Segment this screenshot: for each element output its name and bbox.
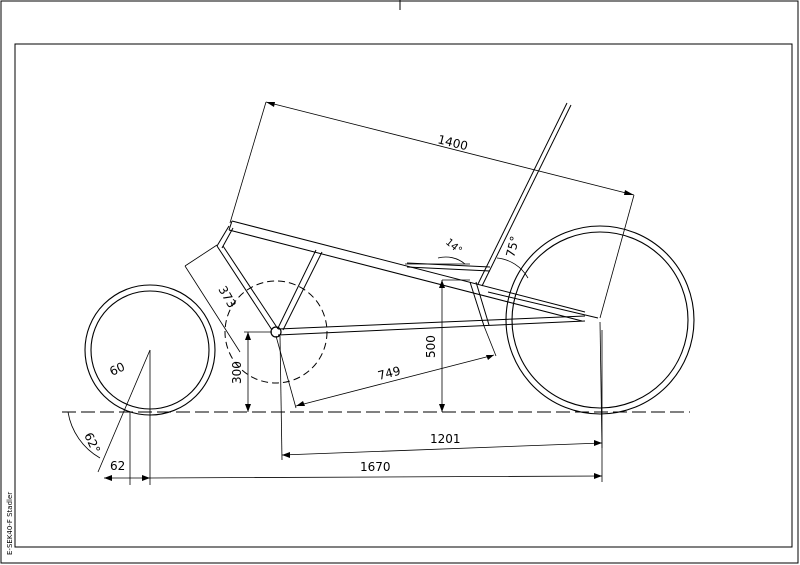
dim-60: 60: [107, 360, 127, 379]
dim-500: 500: [424, 335, 438, 358]
chainring-circle: [224, 280, 328, 384]
rear-wheel: [505, 225, 695, 415]
dim-seat-angle: 75°: [503, 235, 522, 259]
dimension-lines: [67, 101, 635, 485]
dimension-arrows: [104, 102, 634, 481]
dim-1400: 1400: [436, 132, 469, 153]
dim-fork-angle: 62°: [81, 430, 103, 455]
dim-749: 749: [376, 364, 402, 383]
dim-62: 62: [110, 459, 125, 473]
dim-small-angle: 14°: [443, 237, 464, 257]
dim-300: 300: [230, 361, 244, 384]
dim-1201: 1201: [430, 432, 461, 446]
frame-tubes: [216, 102, 599, 336]
frame-label: E-SEK40-F Stadler: [6, 492, 14, 555]
dim-373: 373: [215, 284, 239, 311]
dim-1670: 1670: [360, 460, 391, 474]
